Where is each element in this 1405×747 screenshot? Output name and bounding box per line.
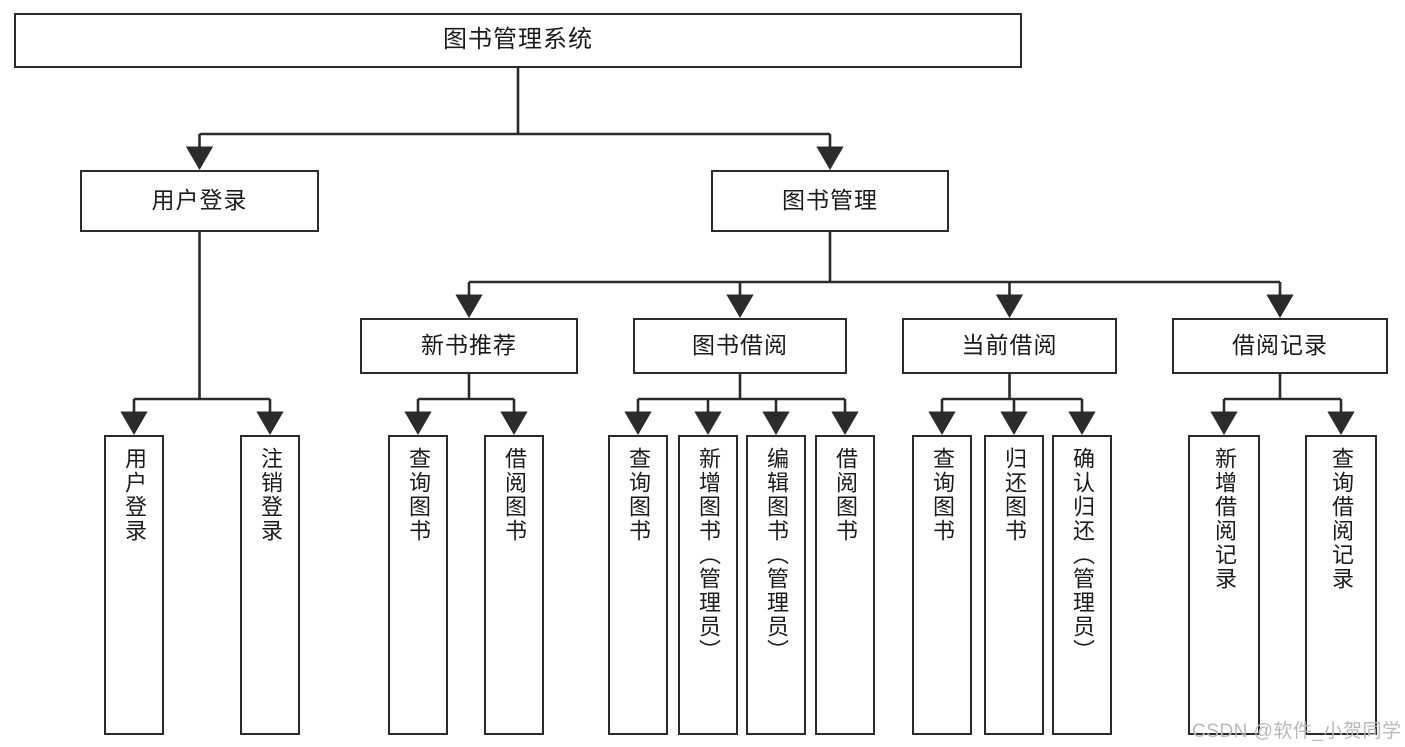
node-label: 当前借阅 bbox=[961, 332, 1058, 359]
node-leaf-query-record[interactable]: 查询借阅记录 bbox=[1305, 435, 1377, 735]
node-leaf-query-book-3[interactable]: 查询图书 bbox=[912, 435, 972, 735]
node-leaf-query-book-1[interactable]: 查询图书 bbox=[388, 435, 448, 735]
node-borrow-record[interactable]: 借阅记录 bbox=[1172, 318, 1388, 374]
node-leaf-logout[interactable]: 注销登录 bbox=[240, 435, 300, 735]
node-label: 图书管理 bbox=[782, 187, 878, 214]
node-label: 借阅记录 bbox=[1232, 332, 1328, 359]
node-leaf-return-book[interactable]: 归还图书 bbox=[984, 435, 1044, 735]
node-book-borrow[interactable]: 图书借阅 bbox=[633, 318, 847, 374]
node-leaf-edit-book[interactable]: 编辑图书（管理员） bbox=[746, 435, 806, 735]
node-leaf-borrow-book-1[interactable]: 借阅图书 bbox=[484, 435, 544, 735]
node-label: 查询借阅记录 bbox=[1328, 447, 1354, 591]
node-label: 查询图书 bbox=[405, 447, 431, 543]
node-label: 图书管理系统 bbox=[443, 26, 593, 54]
csdn-watermark: CSDN @软件_小贺同学 bbox=[1192, 721, 1402, 742]
node-new-book-rec[interactable]: 新书推荐 bbox=[360, 318, 578, 374]
node-leaf-add-book[interactable]: 新增图书（管理员） bbox=[678, 435, 738, 735]
node-label: 借阅图书 bbox=[501, 447, 527, 543]
node-user-login[interactable]: 用户登录 bbox=[80, 170, 319, 232]
node-leaf-user-login[interactable]: 用户登录 bbox=[104, 435, 164, 735]
node-root[interactable]: 图书管理系统 bbox=[14, 13, 1022, 68]
node-leaf-borrow-book-2[interactable]: 借阅图书 bbox=[815, 435, 875, 735]
node-leaf-confirm-return[interactable]: 确认归还（管理员） bbox=[1052, 435, 1112, 735]
node-label: 新增借阅记录 bbox=[1211, 447, 1237, 591]
node-label: 用户登录 bbox=[151, 187, 248, 214]
node-label: 查询图书 bbox=[625, 447, 651, 543]
node-label: 确认归还（管理员） bbox=[1069, 447, 1095, 663]
node-current-borrow[interactable]: 当前借阅 bbox=[902, 318, 1117, 374]
node-book-manage[interactable]: 图书管理 bbox=[711, 170, 949, 232]
node-label: 注销登录 bbox=[257, 447, 283, 543]
node-label: 编辑图书（管理员） bbox=[763, 447, 789, 663]
node-label: 查询图书 bbox=[929, 447, 955, 543]
node-label: 借阅图书 bbox=[832, 447, 858, 543]
node-label: 新增图书（管理员） bbox=[695, 447, 721, 663]
node-leaf-query-book-2[interactable]: 查询图书 bbox=[608, 435, 668, 735]
node-label: 归还图书 bbox=[1001, 447, 1027, 543]
node-label: 图书借阅 bbox=[692, 332, 788, 359]
node-leaf-add-record[interactable]: 新增借阅记录 bbox=[1188, 435, 1260, 735]
node-label: 用户登录 bbox=[121, 447, 147, 543]
node-label: 新书推荐 bbox=[421, 332, 517, 359]
